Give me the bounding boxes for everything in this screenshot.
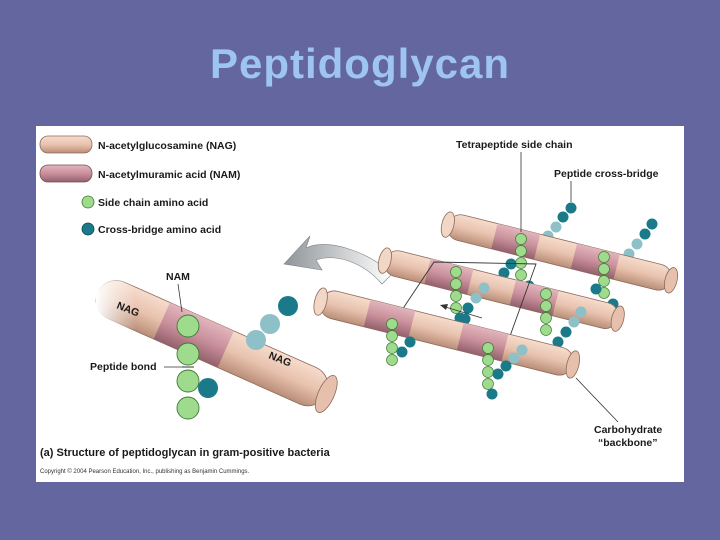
- nam-swatch: [39, 164, 93, 183]
- figure-caption: (a) Structure of peptidoglycan in gram-p…: [40, 447, 331, 459]
- label-peptide-bond: Peptide bond: [90, 361, 157, 373]
- legend-nag: N-acetylglucosamine (NAG): [39, 135, 236, 154]
- label-carbohydrate-line2: “backbone”: [598, 437, 658, 449]
- legend: N-acetylglucosamine (NAG) N-acetylmurami…: [39, 135, 240, 236]
- side-chain-mid-1: [450, 266, 471, 325]
- label-tetrapeptide: Tetrapeptide side chain: [456, 139, 573, 151]
- label-cross-bridge: Peptide cross-bridge: [554, 168, 659, 180]
- magnified-cross-bridge: [198, 296, 298, 398]
- slide-title: Peptidoglycan: [209, 40, 511, 87]
- label-nam: NAM: [166, 271, 190, 283]
- cross-bridge-swatch: [81, 222, 95, 236]
- mid-cross-bridge: [454, 282, 587, 348]
- side-chain-front-2: [482, 342, 528, 400]
- legend-cross-bridge: Cross-bridge amino acid: [81, 222, 221, 236]
- side-chain-top-2: [590, 251, 619, 310]
- legend-side-chain: Side chain amino acid: [81, 195, 208, 209]
- legend-nam: N-acetylmuramic acid (NAM): [39, 164, 240, 183]
- magnified-fade: [96, 276, 136, 356]
- nag-swatch: [39, 135, 93, 154]
- legend-nam-label: N-acetylmuramic acid (NAM): [98, 169, 240, 181]
- side-chain-front-1: [386, 318, 416, 366]
- copyright-notice: Copyright © 2004 Pearson Education, Inc.…: [40, 468, 250, 475]
- legend-side-chain-label: Side chain amino acid: [98, 197, 208, 209]
- label-carbohydrate-line1: Carbohydrate: [594, 424, 662, 436]
- legend-cross-bridge-label: Cross-bridge amino acid: [98, 224, 221, 236]
- magnified-view: [95, 276, 338, 420]
- side-chain-swatch: [81, 195, 95, 209]
- peptidoglycan-lattice: [313, 202, 679, 400]
- figure-panel: N-acetylglucosamine (NAG) N-acetylmurami…: [36, 126, 684, 482]
- magnified-side-chain: [176, 314, 200, 420]
- labels: Tetrapeptide side chain Peptide cross-br…: [90, 139, 662, 449]
- peptidoglycan-diagram: N-acetylglucosamine (NAG) N-acetylmurami…: [39, 135, 679, 475]
- magnify-arrow: [283, 235, 393, 285]
- legend-nag-label: N-acetylglucosamine (NAG): [98, 140, 236, 152]
